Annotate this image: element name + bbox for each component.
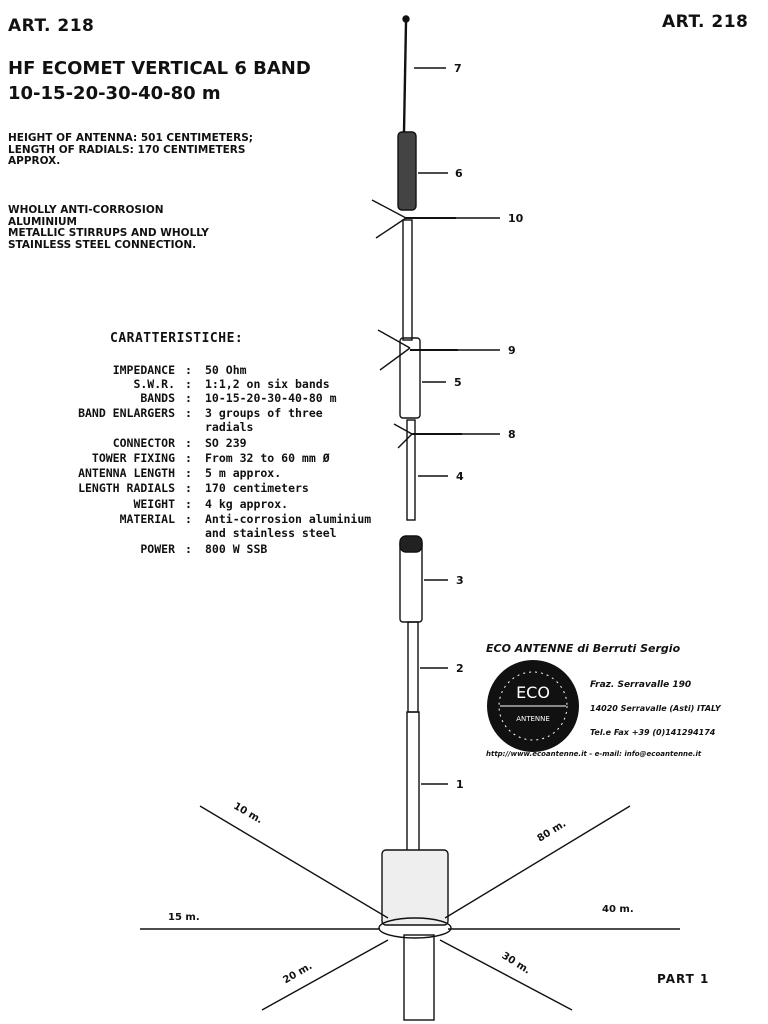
spec-label: BANDS [140, 391, 175, 405]
spec-value: Anti-corrosion aluminium [205, 512, 372, 526]
spec-value: 1:1,2 on six bands [205, 377, 330, 391]
part-label-7: 7 [454, 62, 462, 75]
product-title: HF ECOMET VERTICAL 6 BAND 10-15-20-30-40… [8, 56, 311, 106]
description-line: WHOLLY ANTI-CORROSION [8, 204, 164, 216]
part-label-8: 8 [508, 428, 516, 441]
logo-sub-text: ANTENNE [516, 715, 550, 723]
description-line: STAINLESS STEEL CONNECTION. [8, 238, 197, 251]
spec-label: S.W.R. [133, 377, 175, 391]
part-label-9: 9 [508, 344, 516, 357]
tube-1 [406, 711, 420, 858]
company-phone: Tel.e Fax +39 (0)141294174 [590, 728, 716, 737]
radial-20m [261, 939, 389, 1011]
spec-value: 3 groups of three [205, 406, 323, 420]
radial-8b [397, 433, 413, 449]
radial-9a [377, 329, 411, 349]
radial-80m [444, 805, 631, 919]
logo-main-text: ECO [516, 683, 550, 702]
spec-value: and stainless steel [205, 526, 337, 540]
article-number-right: ART. 218 [662, 12, 749, 32]
spec-value: 800 W SSB [205, 542, 268, 556]
description-line: ALUMINIUM [8, 215, 77, 228]
loading-coil-6 [397, 131, 417, 211]
base-plate [378, 917, 452, 939]
description-line: LENGTH OF RADIALS: 170 CENTIMETERS [8, 143, 246, 156]
materials-description: WHOLLY ANTI-CORROSION ALUMINIUM METALLIC… [8, 204, 209, 251]
base-housing [381, 849, 449, 926]
company-name: ECO ANTENNE di Berruti Sergio [486, 642, 681, 655]
tube-upper [402, 219, 413, 341]
radial-9b [379, 347, 411, 371]
eco-logo: ECO ANTENNE [487, 660, 579, 752]
spec-value: SO 239 [205, 436, 247, 450]
part-label-2: 2 [456, 662, 464, 675]
logo-ring [498, 671, 568, 741]
spec-value: From 32 to 60 mm Ø [205, 451, 330, 465]
tube-2 [407, 621, 419, 713]
part-label-4: 4 [456, 470, 464, 483]
product-title-line2: 10-15-20-30-40-80 m [8, 83, 221, 104]
radial-8a [393, 423, 413, 435]
company-address1: Fraz. Serravalle 190 [590, 680, 692, 690]
tube-4 [406, 419, 416, 521]
spec-value: 50 Ohm [205, 363, 247, 377]
spec-label: BAND ENLARGERS [78, 406, 175, 420]
spec-label: CONNECTOR [112, 436, 175, 450]
spec-label: LENGTH RADIALS [78, 481, 175, 495]
radial-30m [439, 939, 573, 1011]
part-label-6: 6 [455, 167, 463, 180]
spec-label: POWER [140, 542, 175, 556]
spec-label: ANTENNA LENGTH [78, 466, 175, 480]
radial-10b [375, 217, 407, 239]
part-label-1: 1 [456, 778, 464, 791]
product-title-line1: HF ECOMET VERTICAL 6 BAND [8, 58, 311, 79]
height-description: HEIGHT OF ANTENNA: 501 CENTIMETERS; LENG… [8, 132, 253, 168]
spec-value: 5 m approx. [205, 466, 282, 480]
trap-5 [399, 337, 421, 419]
spec-value: 4 kg approx. [205, 497, 289, 511]
radial-label-15m: 15 m. [168, 912, 200, 923]
specs-heading: CARATTERISTICHE: [110, 331, 244, 346]
radial-label-40m: 40 m. [602, 904, 634, 915]
spec-label: WEIGHT [133, 497, 175, 511]
page-part-label: PART 1 [657, 972, 710, 986]
part-label-10: 10 [508, 212, 524, 225]
radial-10a [371, 199, 407, 219]
description-line: APPROX. [8, 155, 61, 167]
spec-value: 10-15-20-30-40-80 m [205, 391, 337, 405]
radial-10m [199, 805, 389, 919]
spec-value: 170 centimeters [205, 481, 309, 495]
part-label-5: 5 [454, 376, 462, 389]
spec-label: MATERIAL [119, 512, 175, 526]
spec-label: TOWER FIXING [91, 451, 175, 465]
whip-tip [402, 15, 410, 23]
description-line: METALLIC STIRRUPS AND WHOLLY [8, 227, 209, 239]
trap-3-cap [399, 535, 423, 553]
part-label-3: 3 [456, 574, 464, 587]
article-number-left: ART. 218 [8, 16, 95, 36]
whip-element [402, 21, 408, 133]
description-line: HEIGHT OF ANTENNA: 501 CENTIMETERS; [8, 132, 253, 144]
spec-label: IMPEDANCE [112, 363, 175, 377]
company-web: http://www.ecoantenne.it - e-mail: info@… [486, 750, 702, 758]
company-address2: 14020 Serravalle (Asti) ITALY [590, 704, 721, 713]
mast-pipe [403, 934, 435, 1021]
spec-value: radials [205, 420, 254, 434]
